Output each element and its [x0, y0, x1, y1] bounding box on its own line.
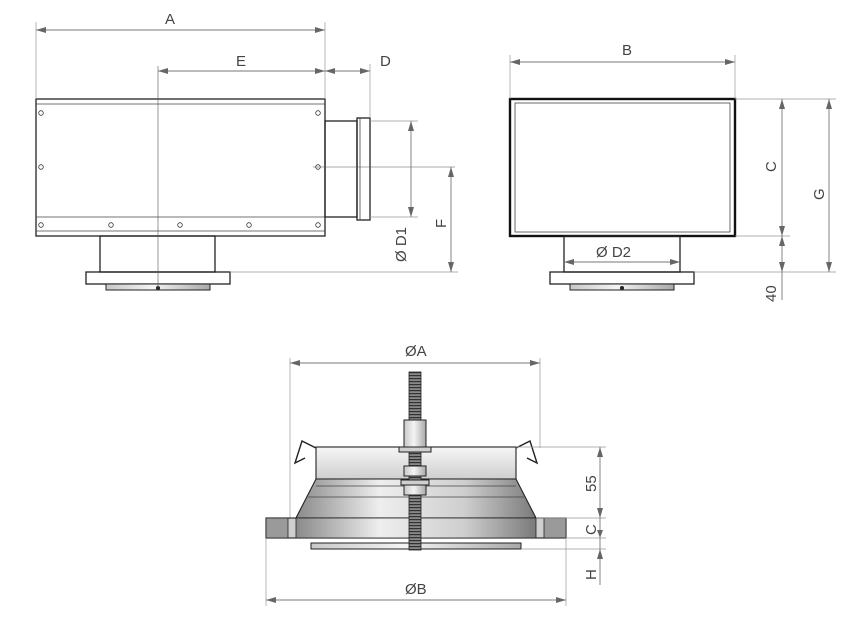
label-B: B: [622, 42, 632, 59]
front-view: A E D Ø D1 F: [35, 11, 458, 291]
side-view: B C 40 G Ø D2: [508, 42, 836, 302]
label-G: G: [811, 188, 828, 200]
label-A: A: [165, 11, 175, 28]
front-box: [35, 98, 326, 237]
label-D: D: [380, 53, 391, 70]
label-40: 40: [763, 285, 780, 302]
threaded-rod: [408, 371, 422, 551]
label-E: E: [236, 53, 246, 70]
diffuser-view: ØA 55 C: [265, 343, 606, 606]
label-55: 55: [583, 475, 600, 492]
label-D1: Ø D1: [393, 227, 410, 262]
side-spigot: [324, 120, 358, 218]
side-flange: [549, 271, 695, 285]
label-OB: ØB: [405, 581, 427, 598]
bottom-neck: [99, 235, 216, 273]
label-C-diffuser: C: [583, 524, 600, 535]
label-H: H: [583, 569, 600, 580]
label-C: C: [763, 161, 780, 172]
label-OA: ØA: [405, 343, 427, 360]
label-D2: Ø D2: [596, 244, 631, 261]
side-box: [508, 97, 737, 238]
label-F: F: [433, 219, 450, 228]
